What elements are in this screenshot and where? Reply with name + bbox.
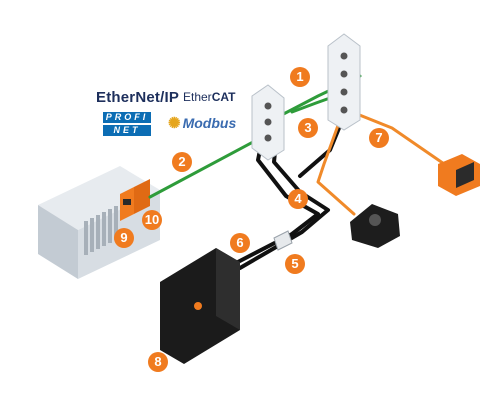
callout-4: 4 [288, 189, 308, 209]
power-cable [238, 140, 330, 270]
sensor-device [350, 204, 400, 248]
callout-8: 8 [148, 352, 168, 372]
display-device [438, 154, 480, 196]
ethercat-logo: EtherCAT [183, 90, 236, 104]
io-cable [350, 110, 452, 170]
io-module-left [251, 84, 285, 161]
io-cable [316, 118, 356, 216]
callout-3: 3 [298, 118, 318, 138]
profinet-logo: PROFI NET [103, 112, 151, 138]
ethernetip-logo: EtherNet/IP [96, 89, 180, 106]
power-supply-unit [160, 248, 240, 364]
gear-icon: ✺ [168, 115, 181, 132]
io-module-right [327, 33, 361, 131]
callout-1: 1 [290, 67, 310, 87]
callout-10: 10 [142, 210, 162, 230]
profinet-logo-bottom: NET [103, 125, 151, 136]
callout-6: 6 [230, 233, 250, 253]
modbus-logo: ✺Modbus [168, 115, 237, 132]
callout-2: 2 [172, 152, 192, 172]
callout-7: 7 [369, 128, 389, 148]
cable-connector [273, 230, 293, 251]
profinet-logo-top: PROFI [103, 112, 151, 123]
callout-5: 5 [285, 254, 305, 274]
callout-9: 9 [114, 228, 134, 248]
plc-module [120, 179, 150, 221]
